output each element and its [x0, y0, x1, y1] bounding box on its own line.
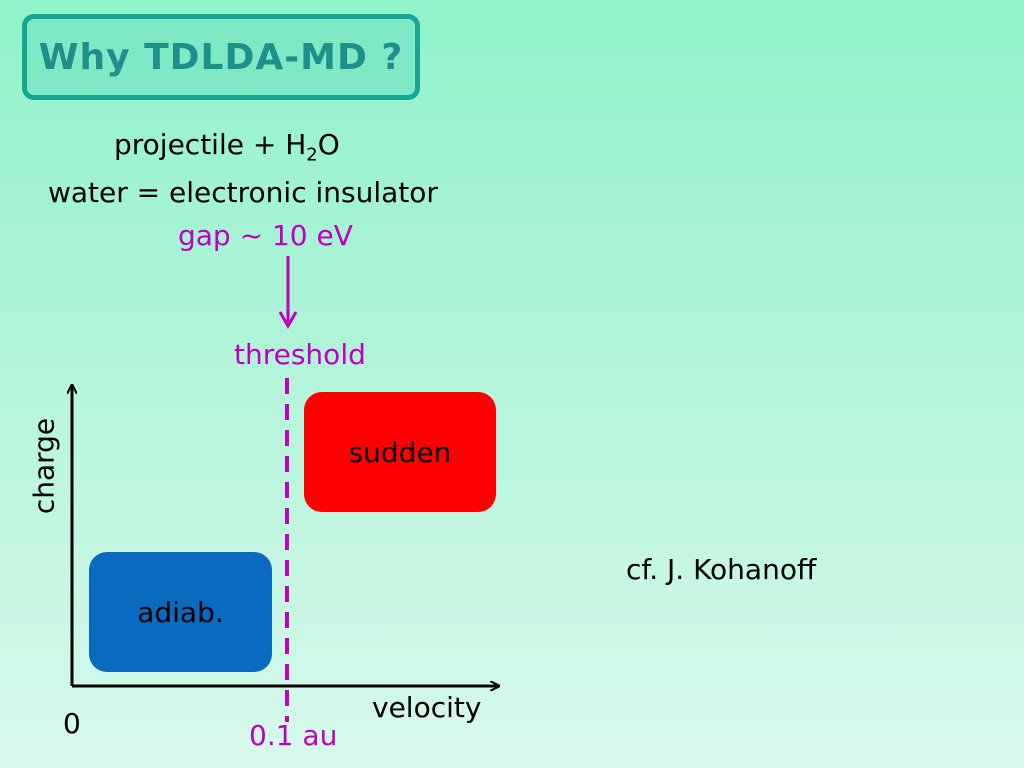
sudden-region-label: sudden — [348, 435, 452, 469]
header-line-2: water = electronic insulator — [48, 176, 438, 209]
title-box: Why TDLDA-MD ? — [22, 14, 420, 100]
threshold-label: threshold — [234, 338, 366, 371]
reference-text: cf. J. Kohanoff — [626, 553, 817, 586]
y-axis-label: charge — [27, 417, 61, 515]
adiabatic-region-label: adiab. — [137, 595, 224, 629]
header-line-1-suffix: O — [317, 128, 340, 161]
x-axis-label: velocity — [372, 691, 482, 724]
gap-arrow-head — [278, 311, 298, 330]
threshold-value-label: 0.1 au — [249, 719, 338, 752]
adiabatic-region: adiab. — [89, 552, 272, 672]
page-title: Why TDLDA-MD ? — [38, 36, 404, 78]
gap-label: gap ~ 10 eV — [178, 219, 353, 252]
header-line-1-subscript: 2 — [306, 144, 318, 166]
sudden-region: sudden — [304, 392, 496, 512]
header-line-1: projectile + H2O — [114, 128, 340, 166]
header-line-1-prefix: projectile + H — [114, 128, 307, 161]
origin-label: 0 — [63, 707, 81, 740]
